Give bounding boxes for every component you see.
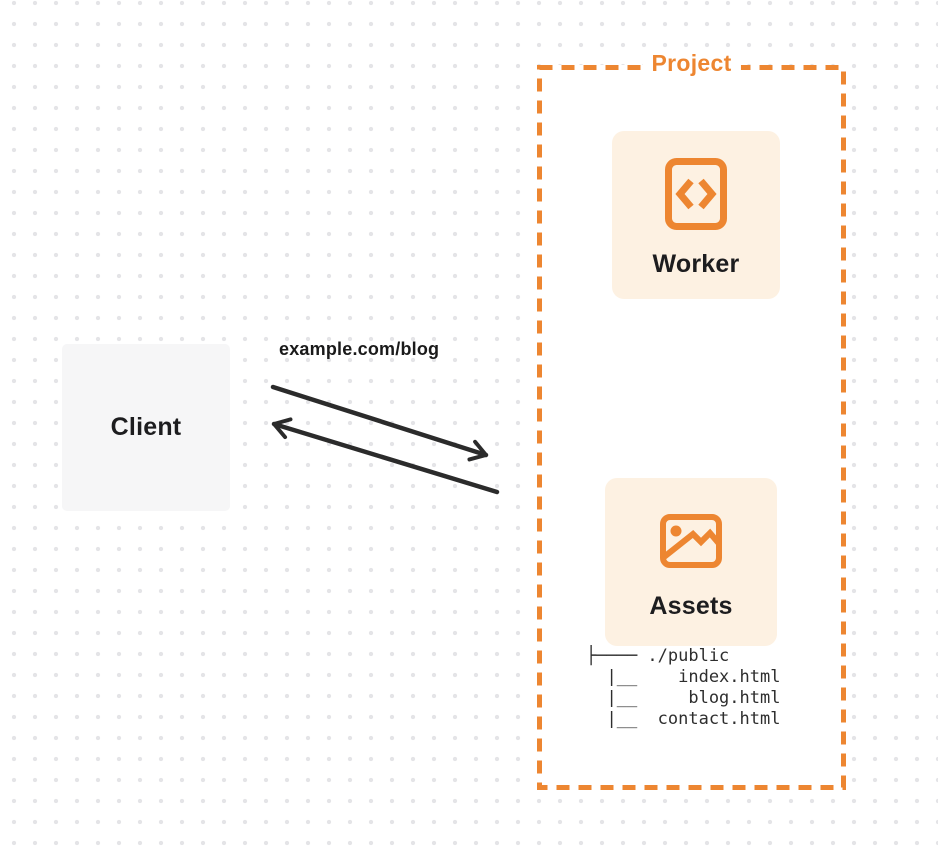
project-boundary: Project Worker Assets ├──── ./public |__…	[537, 50, 846, 790]
request-url-label: example.com/blog	[279, 339, 440, 359]
worker-node: Worker	[612, 131, 780, 299]
image-icon	[660, 514, 722, 568]
assets-node: Assets	[605, 478, 777, 646]
assets-file-tree: ├──── ./public |__ index.html |__ blog.h…	[586, 646, 781, 729]
worker-label: Worker	[652, 250, 740, 278]
request-arrow	[270, 384, 489, 462]
response-arrow	[271, 417, 500, 495]
client-label: Client	[110, 413, 182, 441]
request-response-arrows	[270, 384, 500, 495]
project-dashed-border	[537, 65, 846, 790]
code-file-icon	[665, 158, 727, 230]
assets-label: Assets	[649, 592, 733, 620]
client-node: Client	[62, 344, 230, 511]
project-label: Project	[642, 50, 741, 77]
